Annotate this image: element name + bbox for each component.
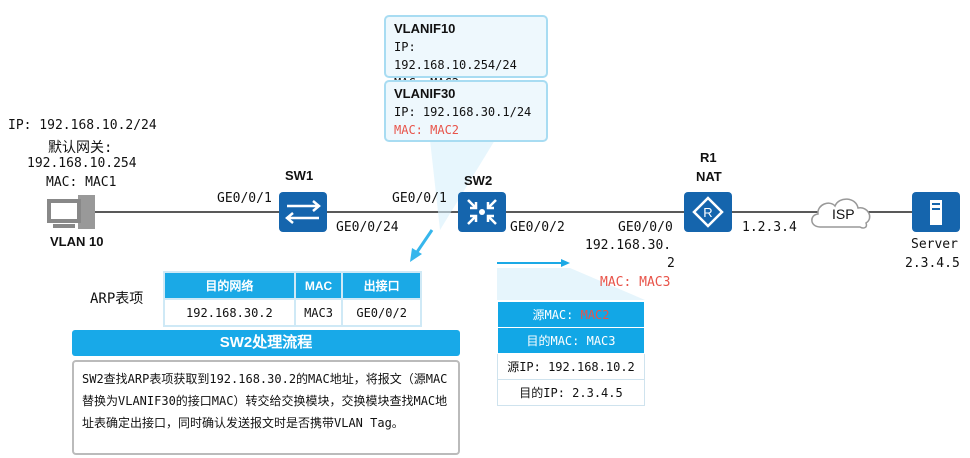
packet-src-mac: 源MAC: MAC2 bbox=[497, 301, 645, 328]
packet-row: 源MAC: MAC2 bbox=[497, 301, 645, 328]
svg-text:R: R bbox=[703, 205, 712, 220]
arp-table: 目的网络 MAC 出接口 192.168.30.2 MAC3 GE0/0/2 bbox=[163, 271, 422, 327]
pc-icon[interactable] bbox=[45, 193, 97, 231]
isp-cloud-icon bbox=[811, 198, 871, 229]
vlanif10-info: VLANIF10 IP: 192.168.10.254/24 MAC: MAC2 bbox=[384, 15, 548, 90]
vlanif30-name: VLANIF30 bbox=[394, 86, 456, 101]
packet-src-ip: 源IP: 192.168.10.2 bbox=[497, 353, 645, 380]
vlanif30-mac: MAC: MAC2 bbox=[394, 123, 460, 137]
arp-cell: 192.168.30.2 bbox=[163, 298, 296, 327]
sw1-port-left: GE0/0/1 bbox=[217, 191, 272, 206]
arp-label: ARP表项 bbox=[90, 291, 144, 307]
process-description: SW2查找ARP表项获取到192.168.30.2的MAC地址，将报文（源MAC… bbox=[72, 360, 460, 455]
src-mac-label: 源MAC: bbox=[532, 308, 574, 322]
callout-arrow bbox=[413, 229, 434, 256]
sw1-port-right: GE0/0/24 bbox=[336, 220, 399, 235]
packet-pointer bbox=[497, 268, 645, 300]
flow-arrow-head bbox=[561, 259, 570, 267]
arp-cell: GE0/0/2 bbox=[341, 298, 422, 327]
process-title: SW2处理流程 bbox=[72, 330, 460, 356]
packet-table: 源MAC: MAC2 目的MAC: MAC3 源IP: 192.168.10.2… bbox=[497, 301, 645, 406]
r1-router-icon[interactable]: R bbox=[684, 192, 732, 232]
pc-gateway: 192.168.10.254 bbox=[27, 156, 137, 171]
arp-header: 目的网络 bbox=[163, 271, 296, 300]
r1-ip-line1: 192.168.30. bbox=[585, 238, 672, 253]
arp-row: 192.168.30.2 MAC3 GE0/0/2 bbox=[163, 298, 422, 327]
r1-wan-ip: 1.2.3.4 bbox=[742, 220, 797, 235]
sw2-port-right: GE0/0/2 bbox=[510, 220, 565, 235]
packet-dst-mac: 目的MAC: MAC3 bbox=[497, 327, 645, 354]
arp-header: 出接口 bbox=[341, 271, 422, 300]
vlanif30-info: VLANIF30 IP: 192.168.30.1/24 MAC: MAC2 bbox=[384, 80, 548, 142]
sw2-l3switch-icon[interactable] bbox=[458, 192, 506, 232]
isp-label: ISP bbox=[832, 206, 855, 222]
packet-dst-ip: 目的IP: 2.3.4.5 bbox=[497, 379, 645, 406]
arp-header: MAC bbox=[293, 271, 344, 300]
arp-cell: MAC3 bbox=[293, 298, 344, 327]
r1-port: GE0/0/0 bbox=[618, 220, 673, 235]
sw2-port-left: GE0/0/1 bbox=[392, 191, 447, 206]
sw1-switch-icon[interactable] bbox=[279, 192, 327, 232]
r1-mac: MAC: MAC3 bbox=[600, 275, 671, 290]
sw2-name: SW2 bbox=[464, 173, 493, 188]
packet-row: 目的IP: 2.3.4.5 bbox=[497, 379, 645, 406]
server-name: Server bbox=[911, 237, 958, 252]
vlanif10-ip: IP: 192.168.10.254/24 bbox=[394, 40, 517, 72]
vlanif30-ip: IP: 192.168.30.1/24 bbox=[394, 105, 532, 119]
sw1-name: SW1 bbox=[285, 168, 314, 183]
r1-role: NAT bbox=[696, 169, 722, 184]
packet-row: 源IP: 192.168.10.2 bbox=[497, 353, 645, 380]
src-mac-value: MAC2 bbox=[580, 308, 610, 322]
callout-pointer bbox=[430, 140, 495, 230]
r1-ip-line2: 2 bbox=[667, 256, 675, 271]
pc-vlan: VLAN 10 bbox=[50, 234, 104, 249]
packet-row: 目的MAC: MAC3 bbox=[497, 327, 645, 354]
pc-ip: IP: 192.168.10.2/24 bbox=[8, 118, 157, 133]
pc-gateway-label: 默认网关: bbox=[48, 140, 113, 156]
pc-mac: MAC: MAC1 bbox=[46, 175, 117, 190]
r1-name: R1 bbox=[700, 150, 717, 165]
arrow-head bbox=[410, 248, 422, 262]
server-ip: 2.3.4.5 bbox=[905, 256, 960, 271]
server-icon[interactable] bbox=[912, 192, 960, 232]
vlanif10-name: VLANIF10 bbox=[394, 21, 456, 36]
arp-header-row: 目的网络 MAC 出接口 bbox=[163, 271, 422, 300]
